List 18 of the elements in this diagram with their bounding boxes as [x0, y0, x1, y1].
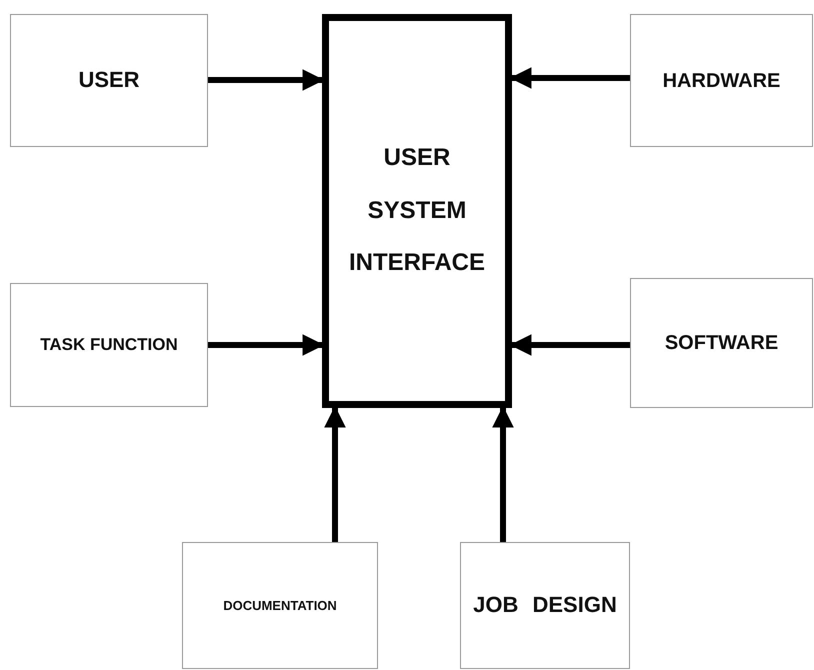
box-label: TASK FUNCTION: [39, 334, 179, 356]
component-box: [630, 278, 813, 408]
box-label: SOFTWARE: [664, 331, 780, 355]
arrow: [208, 69, 324, 91]
component-box: [182, 542, 378, 669]
box-label: USER: [77, 67, 141, 94]
arrow: [324, 406, 346, 542]
interface-box: [322, 14, 512, 408]
arrow: [208, 334, 324, 356]
box-label: HARDWARE: [662, 68, 782, 92]
arrow: [492, 406, 514, 542]
component-box: [10, 283, 208, 407]
box-label: USER SYSTEM INTERFACE: [348, 142, 486, 278]
component-box: [10, 14, 208, 147]
component-box: [630, 14, 813, 147]
component-box: [460, 542, 630, 669]
box-label: DOCUMENTATION: [222, 598, 338, 614]
box-label: JOB DESIGN: [472, 592, 618, 619]
